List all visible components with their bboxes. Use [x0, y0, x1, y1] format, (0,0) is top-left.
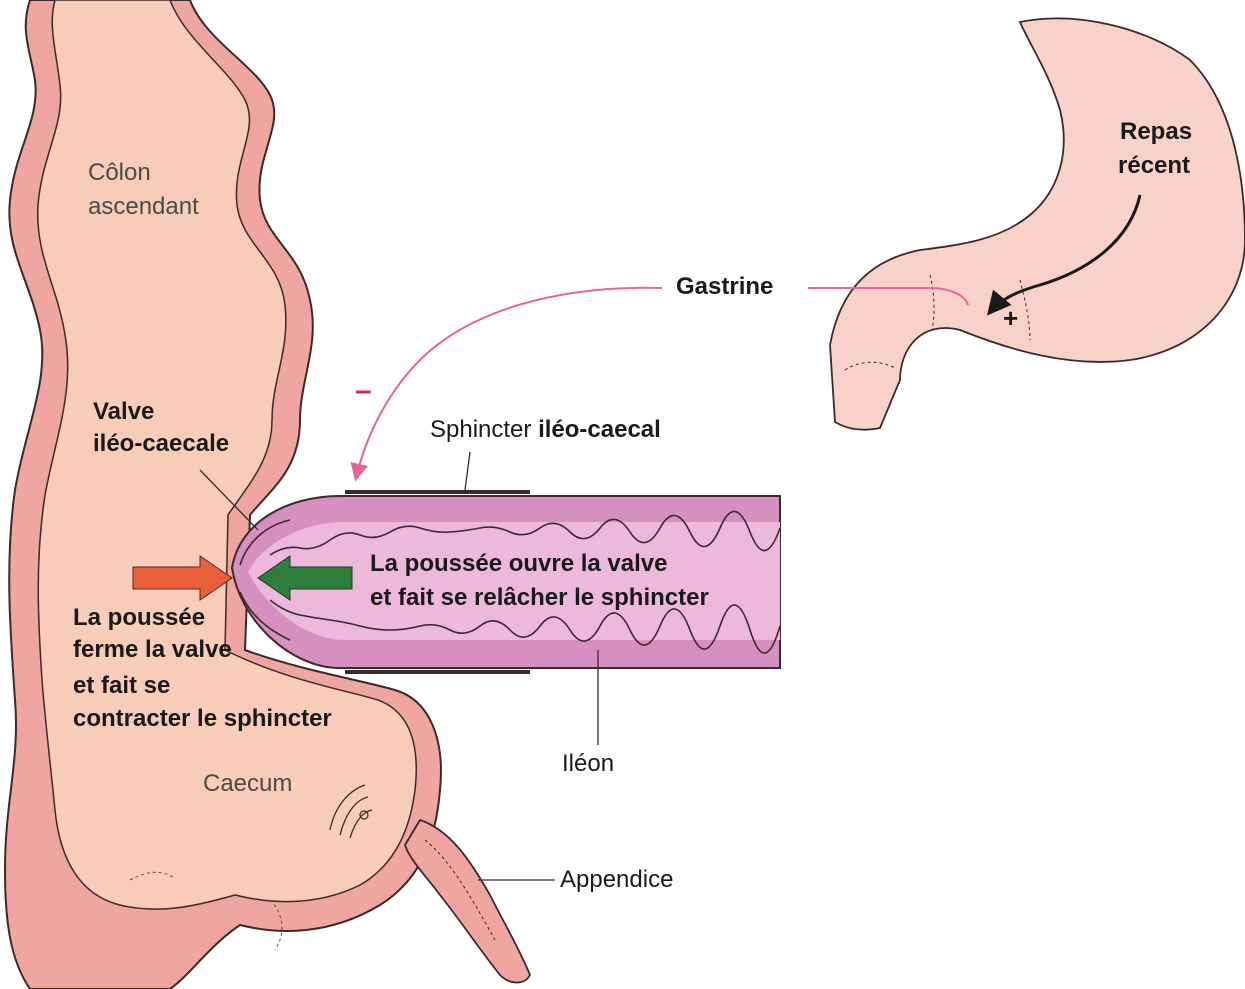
stomach-shape — [830, 18, 1245, 429]
plus-sign: + — [1003, 302, 1018, 334]
sphincter-label: Sphincter iléo-caecal — [430, 414, 661, 446]
valve-label-line1: Valve — [93, 396, 154, 428]
push-close-line1: La poussée — [73, 602, 205, 634]
appendice-label: Appendice — [560, 864, 673, 896]
push-open-line1: La poussée ouvre la valve — [370, 548, 667, 580]
appendix-shape — [405, 820, 530, 983]
repas-label-line1: Repas — [1120, 116, 1192, 148]
caecum-label: Caecum — [203, 768, 292, 800]
sphincter-label-prefix: Sphincter — [430, 416, 538, 443]
minus-sign: – — [355, 375, 372, 407]
colon-label-line2: ascendant — [88, 191, 199, 223]
sphincter-leader — [465, 452, 470, 490]
push-open-line2: et fait se relâcher le sphincter — [370, 582, 709, 614]
push-close-line2: ferme la valve — [73, 634, 232, 666]
repas-label-line2: récent — [1118, 150, 1190, 182]
push-close-line4: contracter le sphincter — [73, 703, 332, 735]
ileon-label: Iléon — [562, 748, 614, 780]
gastrine-label: Gastrine — [676, 271, 773, 303]
valve-label-line2: iléo-caecale — [93, 428, 229, 460]
sphincter-label-bold: iléo-caecal — [538, 416, 661, 443]
colon-label-line1: Côlon — [88, 157, 151, 189]
push-close-line3: et fait se — [73, 670, 170, 702]
gastrin-line-left — [356, 288, 662, 478]
